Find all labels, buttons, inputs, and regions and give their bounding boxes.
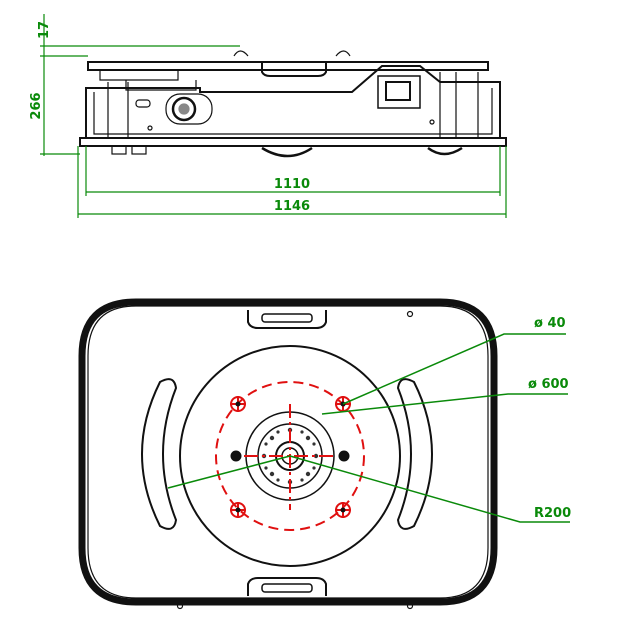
label-bolt-radius: R200 [534, 506, 571, 521]
dim-body-height-label: 266 [29, 92, 44, 119]
leader-bolt-radius [289, 455, 570, 523]
side-caster-right [427, 146, 463, 156]
side-caster-left [261, 146, 313, 158]
leader-plate-diameter-ext [167, 455, 291, 489]
side-wheel-hub [171, 96, 197, 122]
side-window [377, 75, 421, 109]
side-bottom-plate [79, 137, 507, 147]
side-top-bump-right [335, 50, 351, 57]
side-top-bump-left [233, 50, 249, 57]
side-left-bracket [125, 80, 197, 91]
top-handle-lower [247, 577, 327, 596]
leader-plate-diameter [321, 393, 568, 415]
top-bolt-circle [215, 381, 365, 531]
side-body-inner [93, 88, 493, 135]
top-slot-right [396, 378, 433, 530]
label-plate-diameter: ø 600 [528, 377, 569, 392]
dim-inner-length-label: 1110 [274, 177, 310, 192]
side-top-deck [87, 61, 489, 71]
side-left-slot [135, 99, 151, 108]
top-inner-outline [87, 305, 489, 599]
top-rotary-plate [179, 345, 401, 567]
top-leaders [167, 333, 570, 523]
leader-hole-diameter [342, 333, 566, 405]
top-handle-upper [247, 310, 327, 329]
dim-top-height-label: 17 [37, 21, 52, 39]
top-outer-frame [78, 298, 498, 606]
side-left-block [99, 70, 179, 81]
label-hole-diameter: ø 40 [534, 316, 566, 331]
dim-total-length-label: 1146 [274, 199, 310, 214]
side-top-handle [261, 62, 327, 77]
side-dimensions [40, 14, 507, 218]
top-slot-left [141, 378, 178, 530]
side-view [79, 50, 507, 158]
top-bolt-pattern [215, 381, 365, 531]
side-wheel-housing [165, 93, 213, 125]
